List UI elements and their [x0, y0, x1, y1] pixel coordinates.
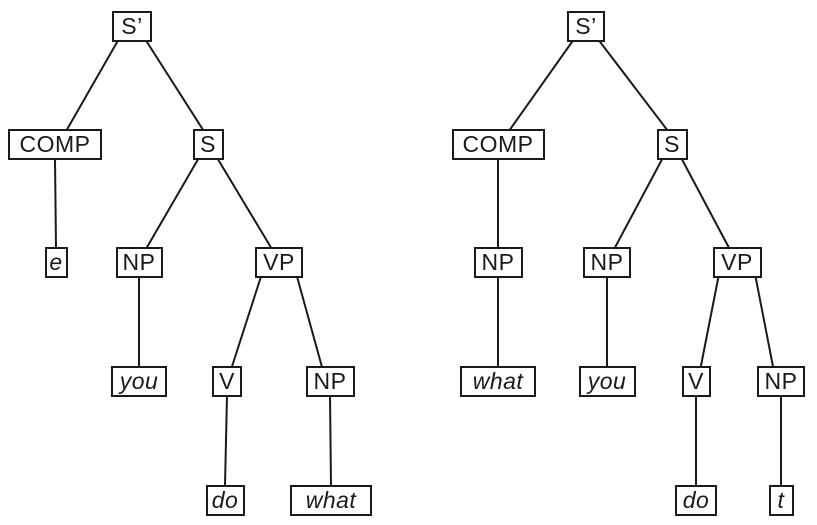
- left-tree-node-what: what: [290, 484, 372, 516]
- right-tree-edge-vp-np3: [754, 276, 774, 367]
- right-tree-node-comp: COMP: [451, 128, 545, 160]
- right-tree-edge-vp-v: [699, 276, 720, 367]
- left-tree-edge-s1-comp: [66, 40, 119, 130]
- left-tree-node-np2: NP: [305, 365, 355, 397]
- right-tree-edge-s1-s: [598, 39, 668, 131]
- right-tree-edge-s-vp: [680, 158, 730, 248]
- left-tree-edge-s-np1: [145, 157, 200, 249]
- right-tree-node-s: S: [656, 128, 688, 160]
- left-tree-node-e: e: [44, 246, 68, 278]
- right-tree-node-np3: NP: [757, 365, 805, 397]
- right-tree-node-what: what: [460, 365, 536, 397]
- left-tree-edge-comp-e: [54, 158, 57, 248]
- left-tree-edge-vp-v: [231, 276, 262, 367]
- left-tree-node-comp: COMP: [8, 128, 102, 160]
- right-tree-node-v: V: [681, 365, 711, 397]
- right-tree-node-s1: S’: [567, 10, 605, 42]
- left-tree-edge-vp-np2: [296, 276, 323, 367]
- left-tree-node-s: S: [192, 128, 224, 160]
- right-tree-node-np2: NP: [583, 246, 631, 278]
- left-tree-edge-np2-what: [329, 395, 332, 486]
- right-tree-node-t: t: [768, 484, 794, 516]
- left-tree-edge-v-do: [224, 395, 228, 486]
- left-tree-node-v: V: [212, 365, 242, 397]
- left-tree-node-vp: VP: [255, 246, 303, 278]
- left-tree-edge-s-vp: [216, 157, 272, 249]
- left-tree-node-do: do: [205, 484, 245, 516]
- right-tree-node-np1: NP: [473, 246, 523, 278]
- right-tree-node-you: you: [578, 365, 636, 397]
- left-tree-node-you: you: [111, 365, 167, 397]
- right-tree-edge-s-np2: [614, 158, 664, 248]
- left-tree-node-s1: S’: [112, 10, 152, 42]
- right-tree-node-do: do: [675, 484, 717, 516]
- right-tree-edge-s1-comp: [509, 39, 574, 131]
- left-tree-node-np1: NP: [115, 246, 163, 278]
- right-tree-node-vp: VP: [712, 246, 762, 278]
- left-tree-edge-s1-s: [145, 39, 204, 131]
